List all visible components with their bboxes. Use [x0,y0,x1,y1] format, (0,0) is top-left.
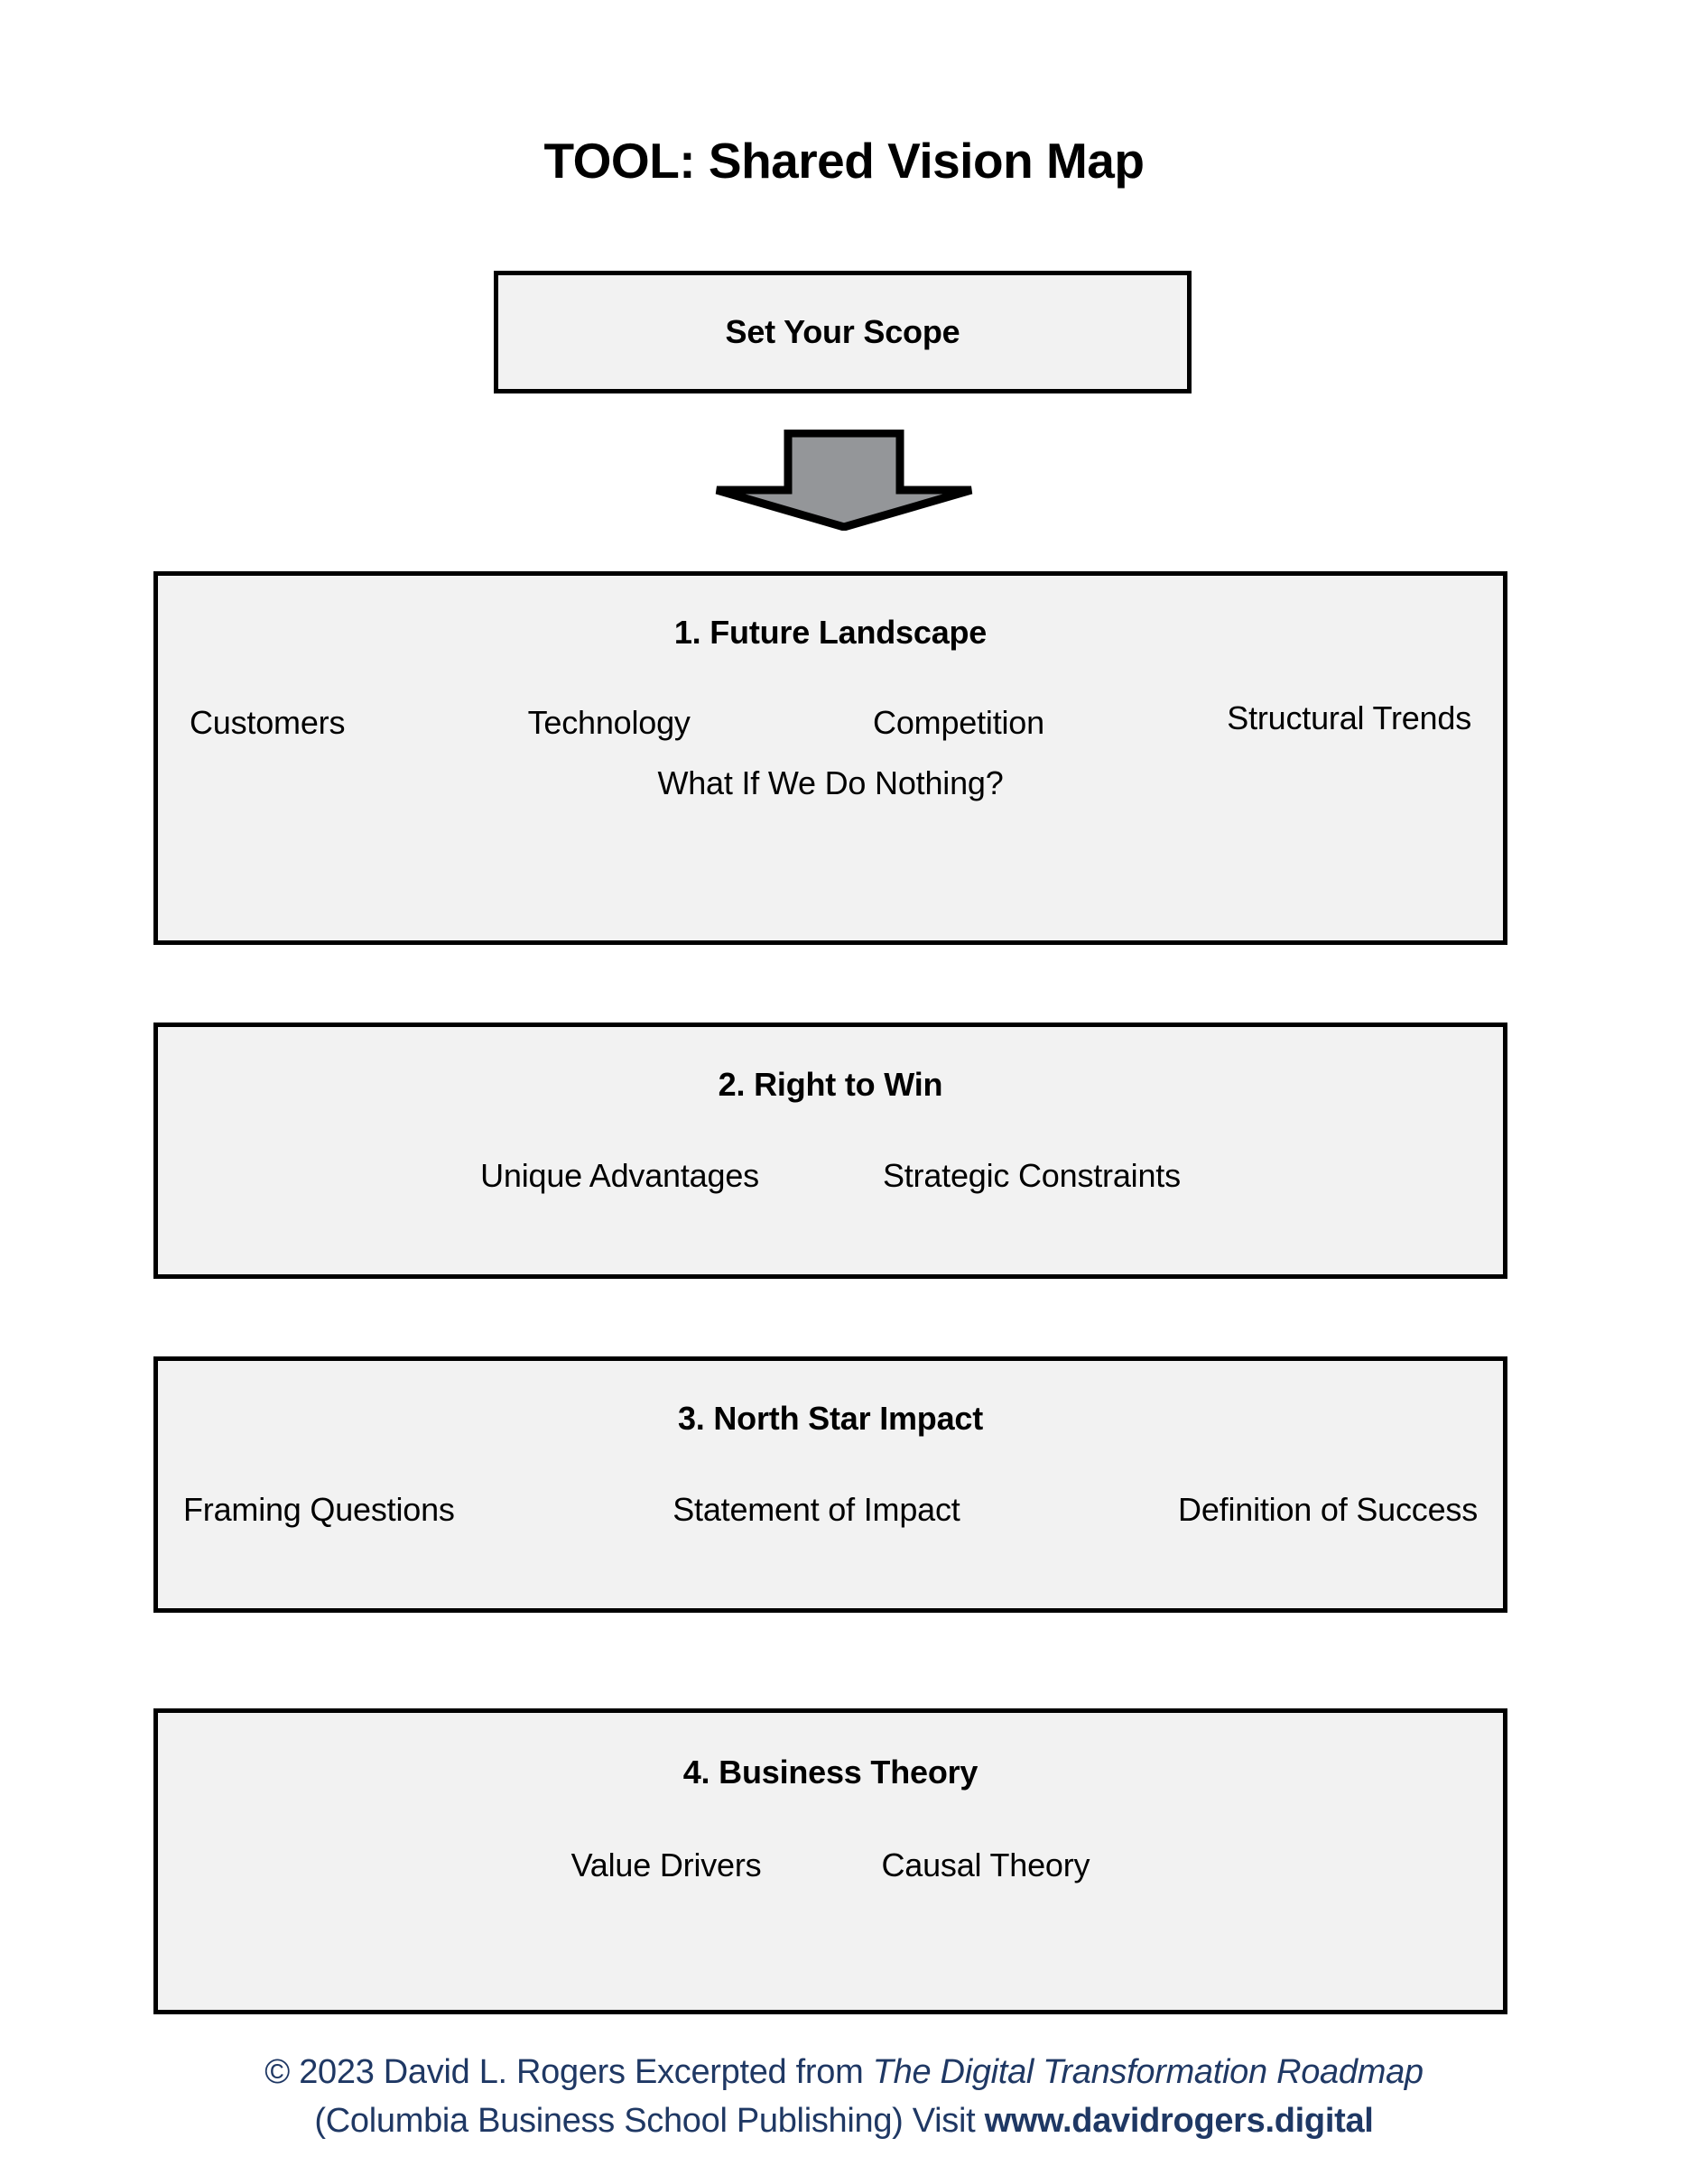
stage-box-north-star-impact[interactable]: 3. North Star Impact Framing Questions S… [153,1356,1507,1613]
stage-item-framing-questions[interactable]: Framing Questions [183,1491,455,1528]
stage-item-value-drivers[interactable]: Value Drivers [570,1846,762,1883]
stage-heading: 2. Right to Win [718,1066,943,1103]
footer-book-title: The Digital Transformation Roadmap [872,2053,1424,2091]
stage-item-definition-of-success[interactable]: Definition of Success [1178,1491,1478,1528]
stage-item-customers[interactable]: Customers [190,704,346,741]
stage-item-what-if-we-do-nothing[interactable]: What If We Do Nothing? [657,764,1004,801]
stage-box-right-to-win[interactable]: 2. Right to Win Unique Advantages Strate… [153,1023,1507,1279]
footer-line-1: © 2023 David L. Rogers Excerpted from Th… [0,2049,1688,2097]
stage-item-causal-theory[interactable]: Causal Theory [881,1846,1090,1883]
stage-item-row-primary: Value Drivers Causal Theory [158,1846,1503,1884]
stage-item-strategic-constraints[interactable]: Strategic Constraints [882,1157,1181,1194]
stage-item-statement-of-impact[interactable]: Statement of Impact [672,1491,960,1528]
set-your-scope-box[interactable]: Set Your Scope [494,271,1192,393]
stage-item-unique-advantages[interactable]: Unique Advantages [480,1157,759,1194]
stage-item-row-primary: Customers Technology Competition Structu… [158,699,1503,742]
stage-item-row-primary: Framing Questions Statement of Impact De… [158,1491,1503,1529]
footer-credit: © 2023 David L. Rogers Excerpted from Th… [0,2049,1688,2146]
page-title: TOOL: Shared Vision Map [543,133,1145,189]
stage-item-technology[interactable]: Technology [527,704,691,741]
stage-item-row-primary: Unique Advantages Strategic Constraints [158,1157,1503,1195]
set-your-scope-label: Set Your Scope [725,313,960,350]
footer-copyright-text: © 2023 David L. Rogers Excerpted from [264,2053,873,2091]
stage-box-future-landscape[interactable]: 1. Future Landscape Customers Technology… [153,571,1507,945]
down-arrow-icon [713,429,975,532]
stage-box-business-theory[interactable]: 4. Business Theory Value Drivers Causal … [153,1708,1507,2014]
stage-item-competition[interactable]: Competition [873,704,1044,741]
footer-publisher-text: (Columbia Business School Publishing) Vi… [314,2101,985,2140]
stage-item-structural-trends[interactable]: Structural Trends [1227,699,1471,736]
stage-heading: 4. Business Theory [682,1754,978,1791]
stage-item-row-secondary: What If We Do Nothing? [158,764,1503,802]
stage-heading: 1. Future Landscape [673,614,988,651]
stage-heading: 3. North Star Impact [677,1400,984,1437]
footer-website-link[interactable]: www.davidrogers.digital [984,2101,1374,2140]
footer-line-2: (Columbia Business School Publishing) Vi… [0,2097,1688,2146]
